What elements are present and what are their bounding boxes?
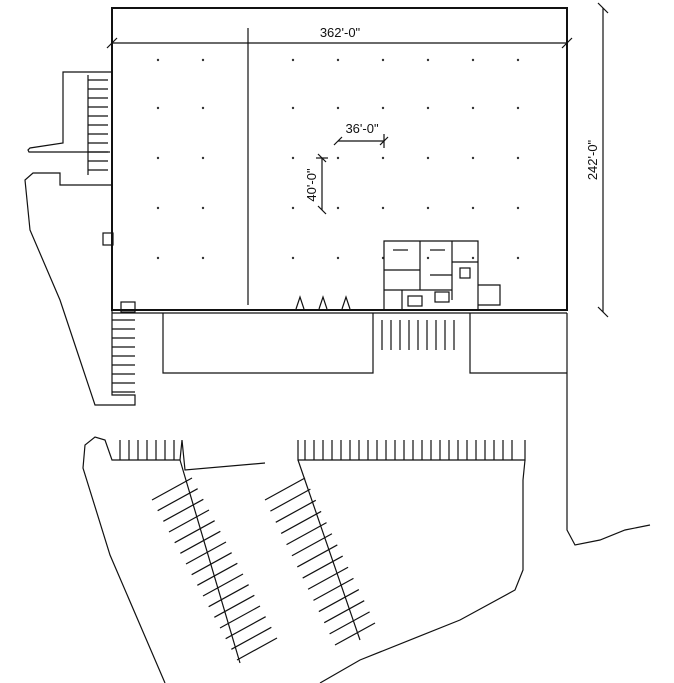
stall-stripe xyxy=(318,589,360,613)
stall-stripe xyxy=(231,626,272,650)
column-dot xyxy=(381,58,385,62)
column-dot xyxy=(471,58,475,62)
stall-stripe xyxy=(323,600,365,624)
stall-stripe xyxy=(163,498,204,522)
column-dot xyxy=(516,58,520,62)
width-dimension-label: 362'-0" xyxy=(320,25,361,40)
building-outline xyxy=(111,7,568,314)
column-dot xyxy=(156,156,160,160)
stall-stripe xyxy=(275,499,317,523)
stall-stripe xyxy=(286,522,327,546)
stall-stripe xyxy=(185,541,227,565)
column-grid xyxy=(156,58,520,260)
west-parking-lot xyxy=(24,71,136,406)
column-dot xyxy=(291,106,295,110)
column-dot xyxy=(381,156,385,160)
column-dot xyxy=(516,106,520,110)
stall-stripe xyxy=(219,605,261,629)
column-dot xyxy=(156,106,160,110)
column-dot xyxy=(516,206,520,210)
column-dot xyxy=(201,156,205,160)
south-parking-lot xyxy=(82,436,526,683)
west-entry xyxy=(102,232,136,313)
stall-stripe xyxy=(307,566,349,590)
stall-stripe xyxy=(174,520,215,544)
office-area xyxy=(383,240,501,310)
stall-stripe xyxy=(280,510,322,534)
column-dot xyxy=(336,156,340,160)
column-dot xyxy=(291,156,295,160)
stall-stripe xyxy=(191,552,232,576)
column-dot xyxy=(516,156,520,160)
column-dot xyxy=(426,58,430,62)
column-dot xyxy=(156,58,160,62)
column-dot xyxy=(201,106,205,110)
column-dot xyxy=(471,256,475,260)
stall-stripe xyxy=(180,530,221,554)
column-dot xyxy=(381,206,385,210)
column-dot xyxy=(336,58,340,62)
stall-stripe xyxy=(214,594,255,618)
column-dot xyxy=(516,256,520,260)
column-dot xyxy=(471,106,475,110)
stall-stripe xyxy=(297,544,338,568)
bay-width-label: 36'-0" xyxy=(345,121,379,136)
stall-stripe xyxy=(202,573,244,597)
column-dot xyxy=(426,106,430,110)
column-dot xyxy=(156,206,160,210)
bay-width-dimension: 36'-0" xyxy=(333,121,389,148)
column-dot xyxy=(471,206,475,210)
stall-stripe xyxy=(236,637,278,661)
stall-stripe xyxy=(329,611,370,635)
stall-stripe xyxy=(334,622,376,646)
stall-stripe xyxy=(302,555,343,579)
column-dot xyxy=(336,206,340,210)
column-dot xyxy=(156,256,160,260)
depth-dimension-label: 242'-0" xyxy=(585,139,600,180)
stall-stripe xyxy=(208,584,249,608)
column-dot xyxy=(471,156,475,160)
parking-stalls xyxy=(88,79,513,661)
truck-court xyxy=(162,313,651,546)
column-dot xyxy=(336,106,340,110)
stall-stripe xyxy=(168,509,210,533)
column-dot xyxy=(426,256,430,260)
column-dot xyxy=(291,206,295,210)
column-dot xyxy=(291,58,295,62)
column-dot xyxy=(291,256,295,260)
stall-stripe xyxy=(151,477,193,501)
dock-doors xyxy=(295,295,351,310)
column-dot xyxy=(381,106,385,110)
stall-stripe xyxy=(270,488,311,512)
bay-depth-label: 40'-0" xyxy=(304,168,319,202)
column-dot xyxy=(336,256,340,260)
depth-dimension: 242'-0" xyxy=(585,2,609,318)
column-dot xyxy=(201,256,205,260)
stall-stripe xyxy=(197,562,238,586)
column-dot xyxy=(426,206,430,210)
stall-stripe xyxy=(291,533,333,557)
stall-stripe xyxy=(313,577,354,601)
column-dot xyxy=(201,58,205,62)
column-dot xyxy=(426,156,430,160)
stall-stripe xyxy=(264,477,306,501)
bay-depth-dimension: 40'-0" xyxy=(304,153,328,215)
width-dimension: 362'-0" xyxy=(106,25,573,49)
column-dot xyxy=(201,206,205,210)
stall-stripe xyxy=(157,488,198,512)
